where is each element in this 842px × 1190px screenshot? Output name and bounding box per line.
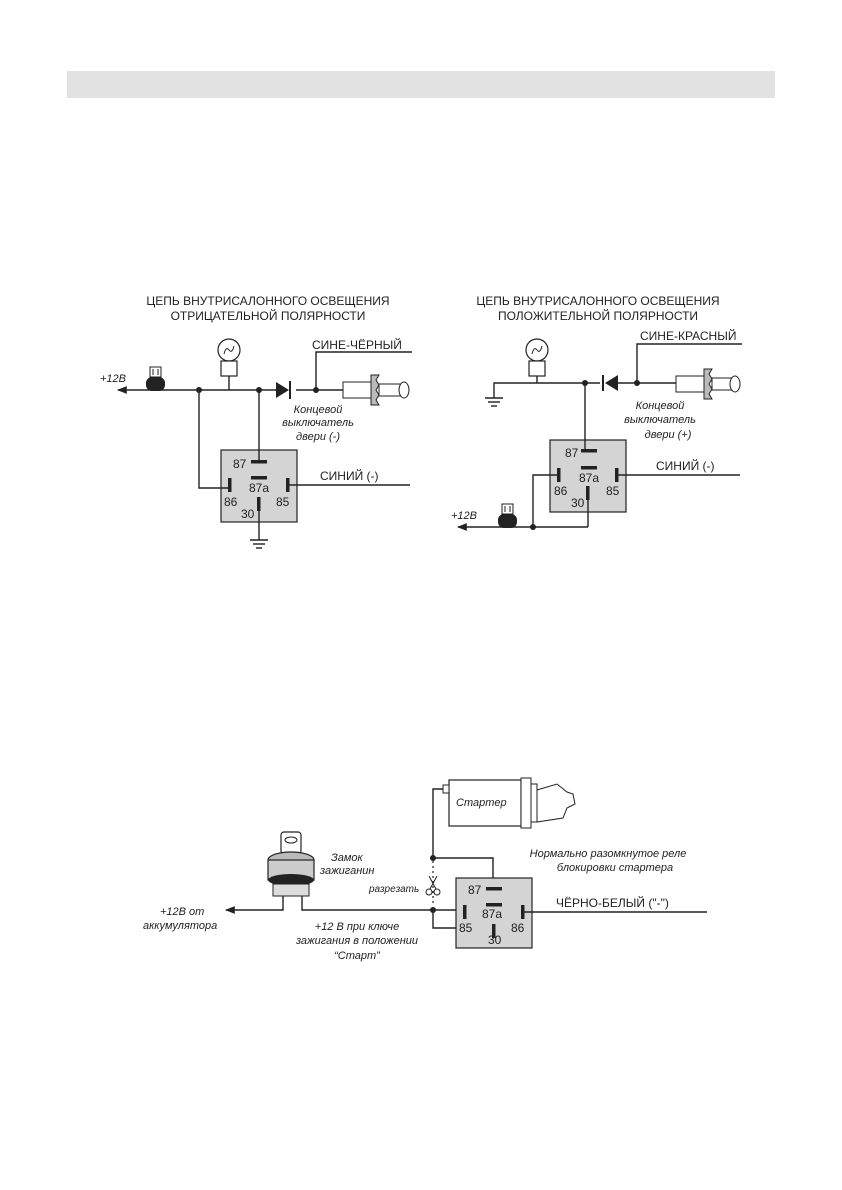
diagram1-wire-top-label: СИНЕ-ЧЁРНЫЙ	[312, 337, 402, 352]
fuse-icon	[146, 366, 165, 391]
diagram-positive-polarity: ЦЕПЬ ВНУТРИСАЛОННОГО ОСВЕЩЕНИЯ ПОЛОЖИТЕЛ…	[451, 294, 742, 531]
relay3-pin-86: 86	[511, 921, 525, 935]
key-label-2: зажигания в положении	[295, 935, 418, 947]
diagram1-switch-label-3: двери (-)	[296, 431, 340, 443]
ground-icon	[485, 397, 503, 407]
diagram-starter-blocking: Стартер Замок зажиганин +12В от аккумуля…	[143, 777, 707, 962]
diode-icon	[602, 375, 618, 391]
relay1-pin-30: 30	[241, 507, 255, 521]
relay-desc-2: блокировки стартера	[557, 862, 673, 874]
cut-label: разрезать	[368, 884, 419, 895]
junction-dot	[430, 855, 436, 861]
diagram2-title-line1: ЦЕПЬ ВНУТРИСАЛОННОГО ОСВЕЩЕНИЯ	[476, 294, 719, 308]
relay3-pin-85: 85	[459, 921, 473, 935]
relay3-pin-87: 87	[468, 883, 482, 897]
diagram-negative-polarity: ЦЕПЬ ВНУТРИСАЛОННОГО ОСВЕЩЕНИЯ ОТРИЦАТЕЛ…	[100, 294, 412, 549]
lamp-icon	[217, 338, 241, 390]
key-label-1: +12 В при ключе	[315, 921, 399, 933]
diagram2-wire-top-label: СИНЕ-КРАСНЫЙ	[640, 328, 736, 343]
diagram2-plus12-label: +12В	[451, 510, 477, 522]
diagram1-switch-label-2: выключатель	[282, 417, 354, 429]
ground-icon	[250, 539, 268, 549]
door-switch-icon	[675, 368, 741, 400]
relay3-pin-30: 30	[488, 933, 502, 947]
diagram2-wire-relay-label: СИНИЙ (-)	[656, 458, 715, 473]
relay3-pin-87a: 87a	[482, 907, 502, 921]
diagram1-switch-label-1: Концевой	[294, 404, 343, 416]
starter-motor-icon	[442, 777, 576, 829]
relay1-pin-86: 86	[224, 495, 238, 509]
diagram1-title-line2: ОТРИЦАТЕЛЬНОЙ ПОЛЯРНОСТИ	[171, 308, 366, 323]
relay2-pin-85: 85	[606, 484, 620, 498]
relay1-pin-87: 87	[233, 457, 247, 471]
relay2-pin-86: 86	[554, 484, 568, 498]
scissors-icon	[425, 875, 441, 896]
header-band	[67, 71, 775, 98]
relay1-pin-87a: 87a	[249, 481, 269, 495]
lamp-icon	[525, 338, 549, 383]
ignition-lock-icon	[267, 831, 315, 897]
battery-label-1: +12В от	[160, 906, 204, 918]
relay2-pin-87a: 87a	[579, 471, 599, 485]
door-switch-icon	[342, 374, 410, 406]
diagram2-switch-label-2: выключатель	[624, 414, 696, 426]
battery-label-2: аккумулятора	[143, 920, 217, 932]
diagram1-wire-relay-label: СИНИЙ (-)	[320, 468, 379, 483]
diagram2-switch-label-1: Концевой	[636, 400, 685, 412]
diode-icon	[276, 381, 291, 399]
lock-label-2: зажиганин	[319, 865, 374, 877]
relay-desc-1: Нормально разомкнутое реле	[530, 848, 687, 860]
relay2-pin-87: 87	[565, 446, 579, 460]
starter-label: Стартер	[456, 797, 507, 809]
diagram2-title-line2: ПОЛОЖИТЕЛЬНОЙ ПОЛЯРНОСТИ	[498, 308, 698, 323]
diagram1-title-line1: ЦЕПЬ ВНУТРИСАЛОННОГО ОСВЕЩЕНИЯ	[146, 294, 389, 308]
key-label-3: “Старт”	[334, 950, 381, 962]
diagram1-plus12-label: +12В	[100, 373, 126, 385]
lock-label-1: Замок	[331, 852, 364, 864]
relay1-pin-85: 85	[276, 495, 290, 509]
diagram3-wire-relay-label: ЧЁРНО-БЕЛЫЙ ("-")	[556, 895, 669, 910]
diagram2-switch-label-3: двери (+)	[645, 429, 692, 441]
fuse-icon	[498, 503, 517, 528]
relay2-pin-30: 30	[571, 496, 585, 510]
